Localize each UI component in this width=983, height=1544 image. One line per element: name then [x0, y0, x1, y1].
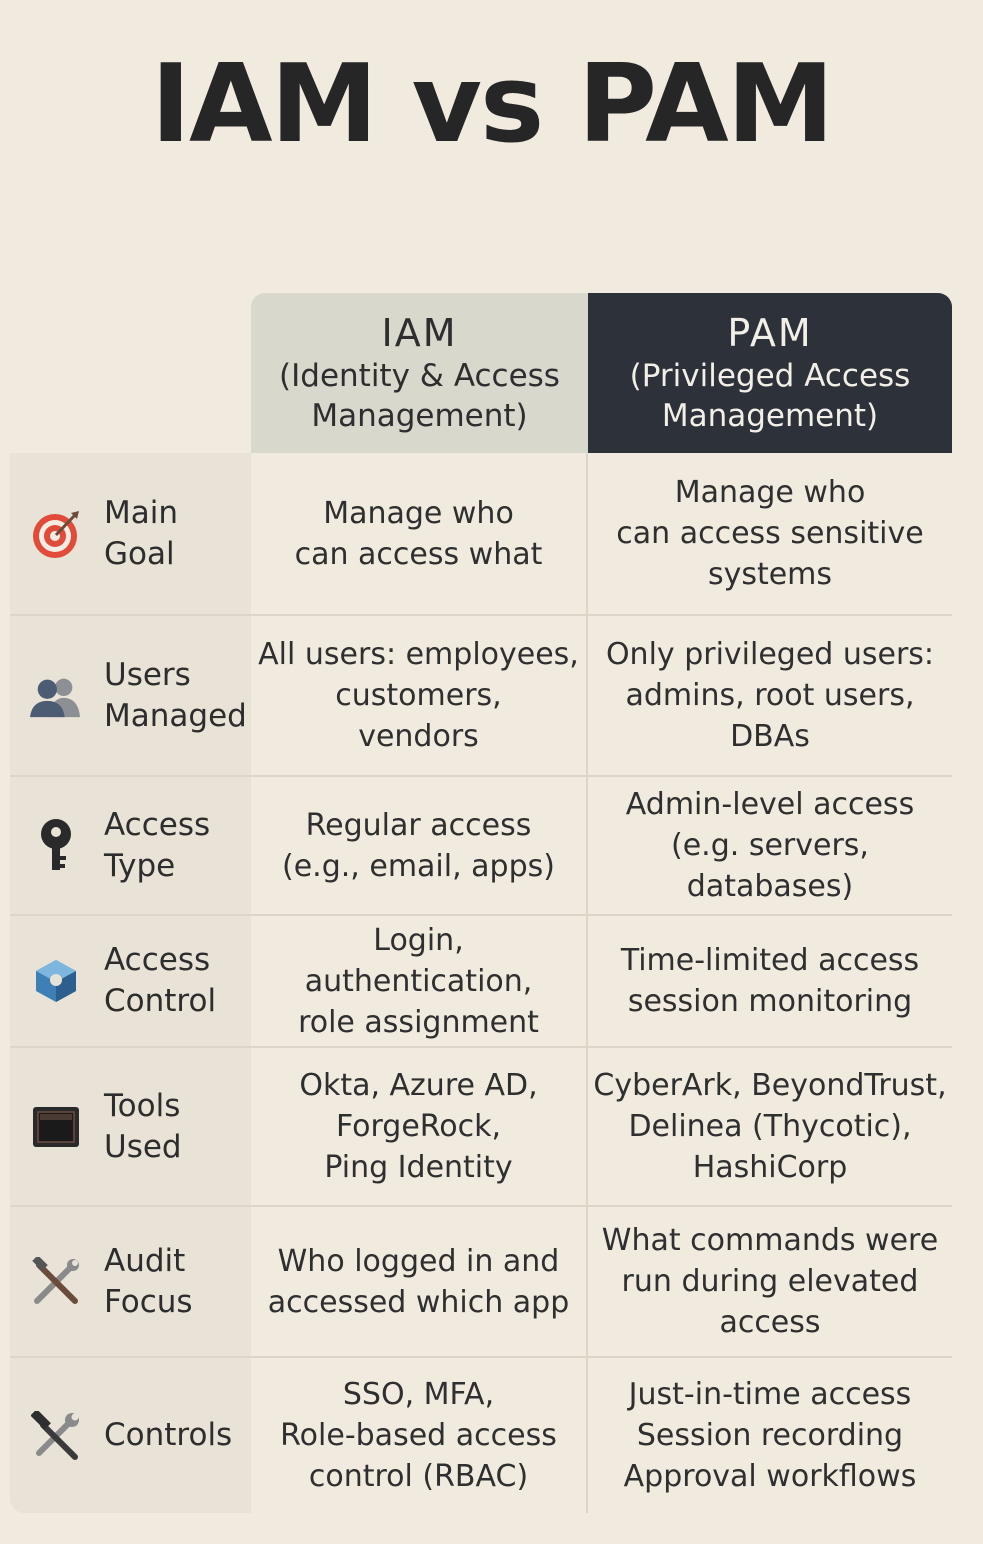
pam-cell: Time-limited access session monitoring [588, 916, 952, 1046]
row-label-cell: Access Control [10, 916, 251, 1046]
iam-cell: Who logged in and accessed which app [251, 1207, 588, 1356]
row-label: Main Goal [104, 494, 179, 572]
iam-full-name: (Identity & Access Management) [279, 358, 560, 434]
row-label-cell: Access Type [10, 777, 251, 914]
hammer-wrench-icon [30, 1410, 82, 1462]
key-icon [30, 818, 82, 872]
pam-cell: CyberArk, BeyondTrust, Delinea (Thycotic… [588, 1048, 952, 1205]
iam-cell: SSO, MFA, Role-based access control (RBA… [251, 1358, 588, 1513]
pam-cell: Only privileged users: admins, root user… [588, 616, 952, 775]
table-row: Audit Focus Who logged in and accessed w… [10, 1205, 952, 1356]
table-header: IAM (Identity & Access Management) PAM (… [10, 293, 952, 453]
pam-cell: Manage who can access sensitive systems [588, 453, 952, 614]
monitor-icon [30, 1101, 82, 1153]
table-row: Main Goal Manage who can access what Man… [10, 453, 952, 614]
page-title: IAM vs PAM [150, 42, 834, 167]
row-label-cell: Controls [10, 1358, 251, 1513]
table-row: Users Managed All users: employees, cust… [10, 614, 952, 775]
row-label-cell: Audit Focus [10, 1207, 251, 1356]
row-label: Users Managed [104, 656, 247, 734]
row-label: Audit Focus [104, 1242, 193, 1320]
pam-column-header: PAM (Privileged Access Management) [588, 293, 952, 453]
iam-cell: All users: employees, customers, vendors [251, 616, 588, 775]
row-label-cell: Users Managed [10, 616, 251, 775]
table-body: Main Goal Manage who can access what Man… [10, 453, 952, 1513]
pam-full-name: (Privileged Access Management) [629, 358, 911, 434]
cube-icon [30, 955, 82, 1007]
iam-cell: Manage who can access what [251, 453, 588, 614]
pam-abbr: PAM [727, 311, 813, 355]
row-label: Access Type [104, 806, 211, 884]
row-label: Controls [104, 1417, 233, 1453]
target-icon [30, 508, 82, 560]
table-row: Access Type Regular access (e.g., email,… [10, 775, 952, 914]
header-spacer [10, 293, 251, 453]
users-icon [30, 670, 82, 722]
table-row: Controls SSO, MFA, Role-based access con… [10, 1356, 952, 1513]
tools-icon [30, 1256, 82, 1308]
iam-cell: Login, authentication, role assignment [251, 916, 588, 1046]
row-label: Access Control [104, 942, 217, 1019]
table-row: Tools Used Okta, Azure AD, ForgeRock, Pi… [10, 1046, 952, 1205]
row-label: Tools Used [104, 1087, 182, 1165]
pam-cell: Admin-level access (e.g. servers, databa… [588, 777, 952, 914]
comparison-table: IAM (Identity & Access Management) PAM (… [10, 293, 952, 1513]
pam-cell: Just-in-time access Session recording Ap… [588, 1358, 952, 1513]
iam-cell: Okta, Azure AD, ForgeRock, Ping Identity [251, 1048, 588, 1205]
table-row: Access Control Login, authentication, ro… [10, 914, 952, 1046]
iam-abbr: IAM [381, 311, 458, 355]
row-label-cell: Tools Used [10, 1048, 251, 1205]
pam-cell: What commands were run during elevated a… [588, 1207, 952, 1356]
row-label-cell: Main Goal [10, 453, 251, 614]
iam-cell: Regular access (e.g., email, apps) [251, 777, 588, 914]
iam-column-header: IAM (Identity & Access Management) [251, 293, 588, 453]
